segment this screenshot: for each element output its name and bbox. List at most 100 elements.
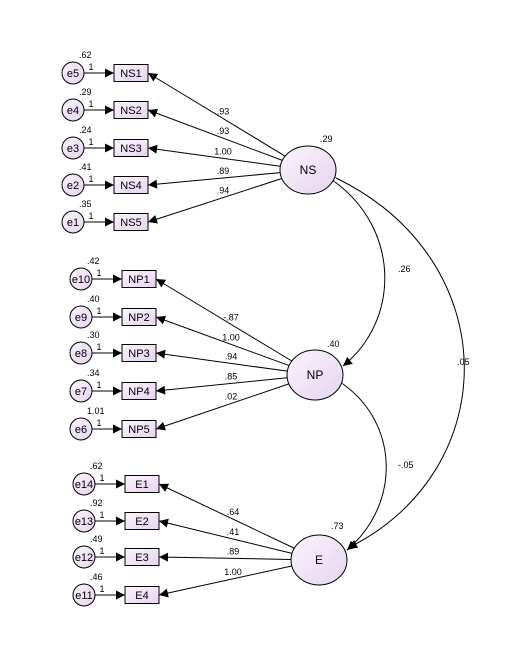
loading-path-e3 bbox=[158, 552, 292, 562]
latent-np-label: NP bbox=[307, 368, 324, 382]
latent-ns-label: NS bbox=[300, 163, 317, 177]
error-e10-variance: .42 bbox=[87, 256, 100, 266]
error-e4-variance: .29 bbox=[79, 87, 92, 97]
indicator-np3-label: NP3 bbox=[128, 348, 149, 360]
indicator-np2-box bbox=[121, 308, 157, 326]
indicator-ns2-box bbox=[113, 101, 149, 119]
error-e5-variance: .62 bbox=[79, 50, 92, 60]
error-e6-circle bbox=[69, 417, 93, 441]
error-e13-variance: .92 bbox=[90, 498, 103, 508]
loading-np2-value: 1.00 bbox=[222, 332, 240, 342]
error-path-e5-weight: 1 bbox=[88, 62, 93, 72]
indicator-np2-label: NP2 bbox=[128, 312, 149, 324]
latent-np-variance: .40 bbox=[327, 339, 340, 349]
error-path-e3-weight: 1 bbox=[88, 137, 93, 147]
loading-path-e2 bbox=[158, 518, 293, 554]
loading-np1-value: -.87 bbox=[223, 312, 239, 322]
loading-path-ns1 bbox=[147, 72, 286, 157]
latent-np-ellipse bbox=[286, 349, 344, 401]
loading-ns4-value: .89 bbox=[217, 166, 230, 176]
loading-e2-value: .41 bbox=[227, 527, 240, 537]
labels-layer: NS.29NP.40E.73NS1e5.621.93NS2e4.291.93NS… bbox=[67, 50, 470, 602]
error-path-e6-weight: 1 bbox=[96, 418, 101, 428]
covariance-ns-np-value: .26 bbox=[398, 264, 411, 274]
indicator-e4-box bbox=[124, 586, 160, 604]
loading-e1-value: .64 bbox=[227, 507, 240, 517]
error-path-e14-weight: 1 bbox=[99, 473, 104, 483]
error-e7-circle bbox=[69, 379, 93, 403]
latent-e-label: E bbox=[315, 553, 323, 567]
loading-e3-value: .89 bbox=[227, 546, 240, 556]
error-e4-label: e4 bbox=[67, 105, 79, 117]
indicator-ns3-box bbox=[113, 139, 149, 157]
error-e12-circle bbox=[72, 545, 96, 569]
loading-np3-value: .94 bbox=[225, 351, 238, 361]
error-e2-variance: .41 bbox=[79, 162, 92, 172]
error-e7-variance: .34 bbox=[87, 368, 100, 378]
latent-ns-ellipse bbox=[279, 145, 337, 195]
error-e6-label: e6 bbox=[75, 424, 87, 436]
indicator-np4-label: NP4 bbox=[128, 386, 149, 398]
loading-path-np4 bbox=[155, 377, 288, 395]
loading-path-e1 bbox=[158, 483, 295, 549]
indicator-e3-label: E3 bbox=[135, 552, 148, 564]
indicator-e2-label: E2 bbox=[135, 516, 148, 528]
loading-np4-value: .85 bbox=[225, 371, 238, 381]
error-e11-variance: .46 bbox=[90, 572, 103, 582]
error-path-e7-weight: 1 bbox=[96, 380, 101, 390]
latent-ns-variance: .29 bbox=[320, 134, 333, 144]
error-e9-variance: .40 bbox=[87, 294, 100, 304]
error-e1-label: e1 bbox=[67, 217, 79, 229]
loading-path-np2 bbox=[155, 315, 290, 367]
error-e14-variance: .62 bbox=[90, 461, 103, 471]
error-e9-circle bbox=[69, 305, 93, 329]
indicator-ns1-label: NS1 bbox=[120, 68, 141, 80]
error-path-e11-weight: 1 bbox=[99, 584, 104, 594]
error-e13-label: e13 bbox=[75, 516, 93, 528]
error-e3-variance: .24 bbox=[79, 125, 92, 135]
error-e1-variance: .35 bbox=[79, 199, 92, 209]
loading-ns2-value: .93 bbox=[217, 126, 230, 136]
indicator-np1-label: NP1 bbox=[128, 274, 149, 286]
error-e6-variance: 1.01 bbox=[87, 406, 105, 416]
covariance-ns-e bbox=[325, 170, 465, 549]
error-e3-label: e3 bbox=[67, 143, 79, 155]
error-path-e2-weight: 1 bbox=[88, 174, 93, 184]
latent-e-variance: .73 bbox=[331, 521, 344, 531]
indicator-np3-box bbox=[121, 344, 157, 362]
covariance-ns-np bbox=[325, 173, 386, 367]
error-e3-circle bbox=[61, 136, 85, 160]
loading-ns3-value: 1.00 bbox=[214, 146, 232, 156]
error-e12-variance: .49 bbox=[90, 534, 103, 544]
indicator-e2-box bbox=[124, 512, 160, 530]
error-path-e12-weight: 1 bbox=[99, 546, 104, 556]
error-e13-circle bbox=[72, 509, 96, 533]
indicator-np1-box bbox=[121, 270, 157, 288]
error-e9-label: e9 bbox=[75, 312, 87, 324]
loading-path-e4 bbox=[158, 565, 292, 598]
error-e7-label: e7 bbox=[75, 386, 87, 398]
error-path-e10-weight: 1 bbox=[96, 268, 101, 278]
covariance-np-e-value: -.05 bbox=[398, 460, 414, 470]
error-e4-circle bbox=[61, 98, 85, 122]
loading-ns5-value: .94 bbox=[217, 186, 230, 196]
error-e12-label: e12 bbox=[75, 552, 93, 564]
error-e5-label: e5 bbox=[67, 68, 79, 80]
nodes-layer bbox=[61, 61, 348, 607]
error-e2-circle bbox=[61, 173, 85, 197]
indicator-ns5-label: NS5 bbox=[120, 217, 141, 229]
error-e10-circle bbox=[69, 267, 93, 291]
loading-path-np3 bbox=[155, 349, 288, 372]
loading-path-ns5 bbox=[147, 178, 282, 224]
loading-path-ns2 bbox=[147, 108, 283, 161]
indicator-e3-box bbox=[124, 548, 160, 566]
error-e14-circle bbox=[72, 472, 96, 496]
edges-layer bbox=[84, 68, 465, 600]
indicator-np5-label: NP5 bbox=[128, 424, 149, 436]
error-e5-circle bbox=[61, 61, 85, 85]
error-path-e8-weight: 1 bbox=[96, 342, 101, 352]
error-e11-label: e11 bbox=[75, 590, 93, 602]
loading-path-np5 bbox=[155, 383, 289, 431]
indicator-np5-box bbox=[121, 420, 157, 438]
covariance-ns-e-value: .05 bbox=[457, 357, 470, 367]
